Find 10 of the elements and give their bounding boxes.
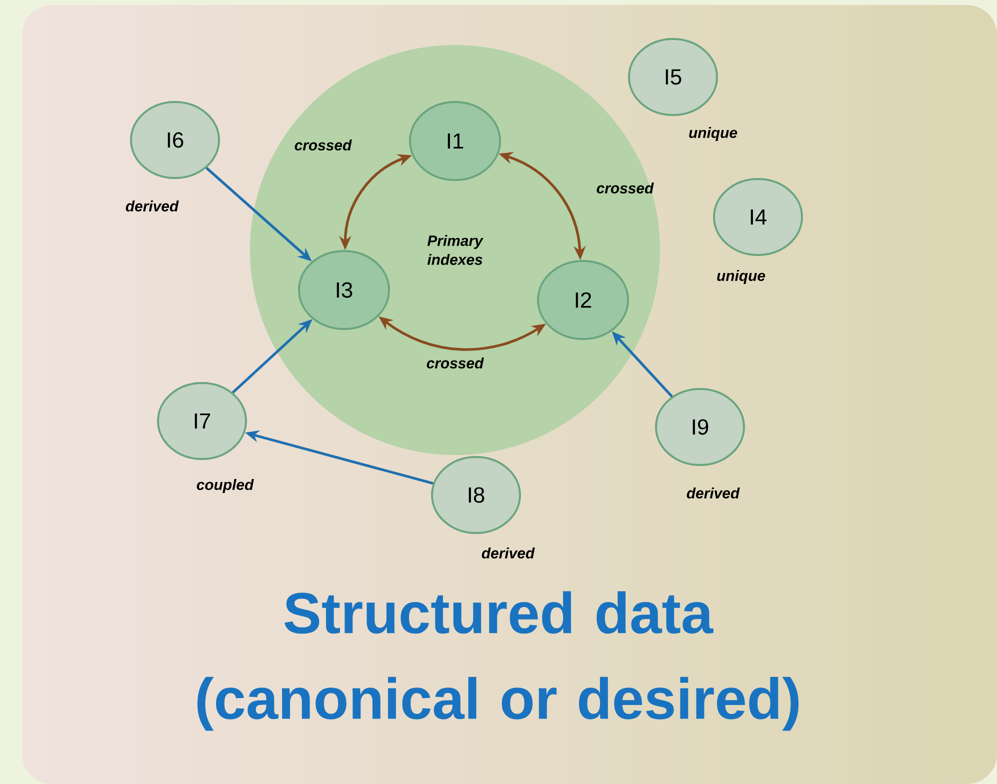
- node-caption: unique: [717, 270, 766, 284]
- node-caption: derived: [482, 548, 535, 558]
- edge-label: crossed: [426, 358, 484, 368]
- node-caption: derived: [686, 488, 740, 498]
- title: Structured data (canonical or desired): [197, 591, 799, 731]
- edge-label: crossed: [596, 182, 654, 194]
- edge-label: crossed: [294, 140, 352, 150]
- node-caption: derived: [126, 200, 179, 212]
- node-caption: unique: [689, 127, 738, 141]
- node-caption: coupled: [196, 479, 254, 493]
